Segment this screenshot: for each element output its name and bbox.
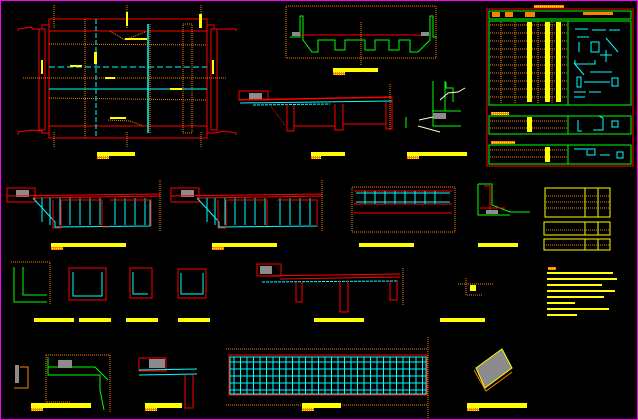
small-details-row bbox=[11, 261, 494, 313]
title-longitudinal-section bbox=[311, 152, 345, 159]
general-notes bbox=[547, 267, 617, 316]
elevation-left bbox=[6, 180, 161, 232]
titles-small-details bbox=[34, 318, 485, 322]
quantity-tables bbox=[543, 187, 611, 251]
title-abutment-detail bbox=[407, 152, 467, 159]
title-elevation-left bbox=[51, 243, 126, 250]
title-cross-section-top bbox=[333, 68, 378, 75]
rebar-schedule-table bbox=[486, 5, 634, 167]
plan-view bbox=[17, 5, 237, 148]
girder-rebar-detail bbox=[351, 183, 530, 233]
title-girder-rebar-detail bbox=[359, 243, 518, 247]
longitudinal-section bbox=[238, 84, 393, 132]
elevation-right bbox=[170, 180, 323, 232]
abutment-detail bbox=[405, 81, 466, 133]
titles-bottom-details bbox=[31, 403, 527, 411]
cross-section-top bbox=[285, 5, 437, 66]
title-elevation-right bbox=[212, 243, 277, 250]
title-plan-view bbox=[97, 152, 135, 159]
